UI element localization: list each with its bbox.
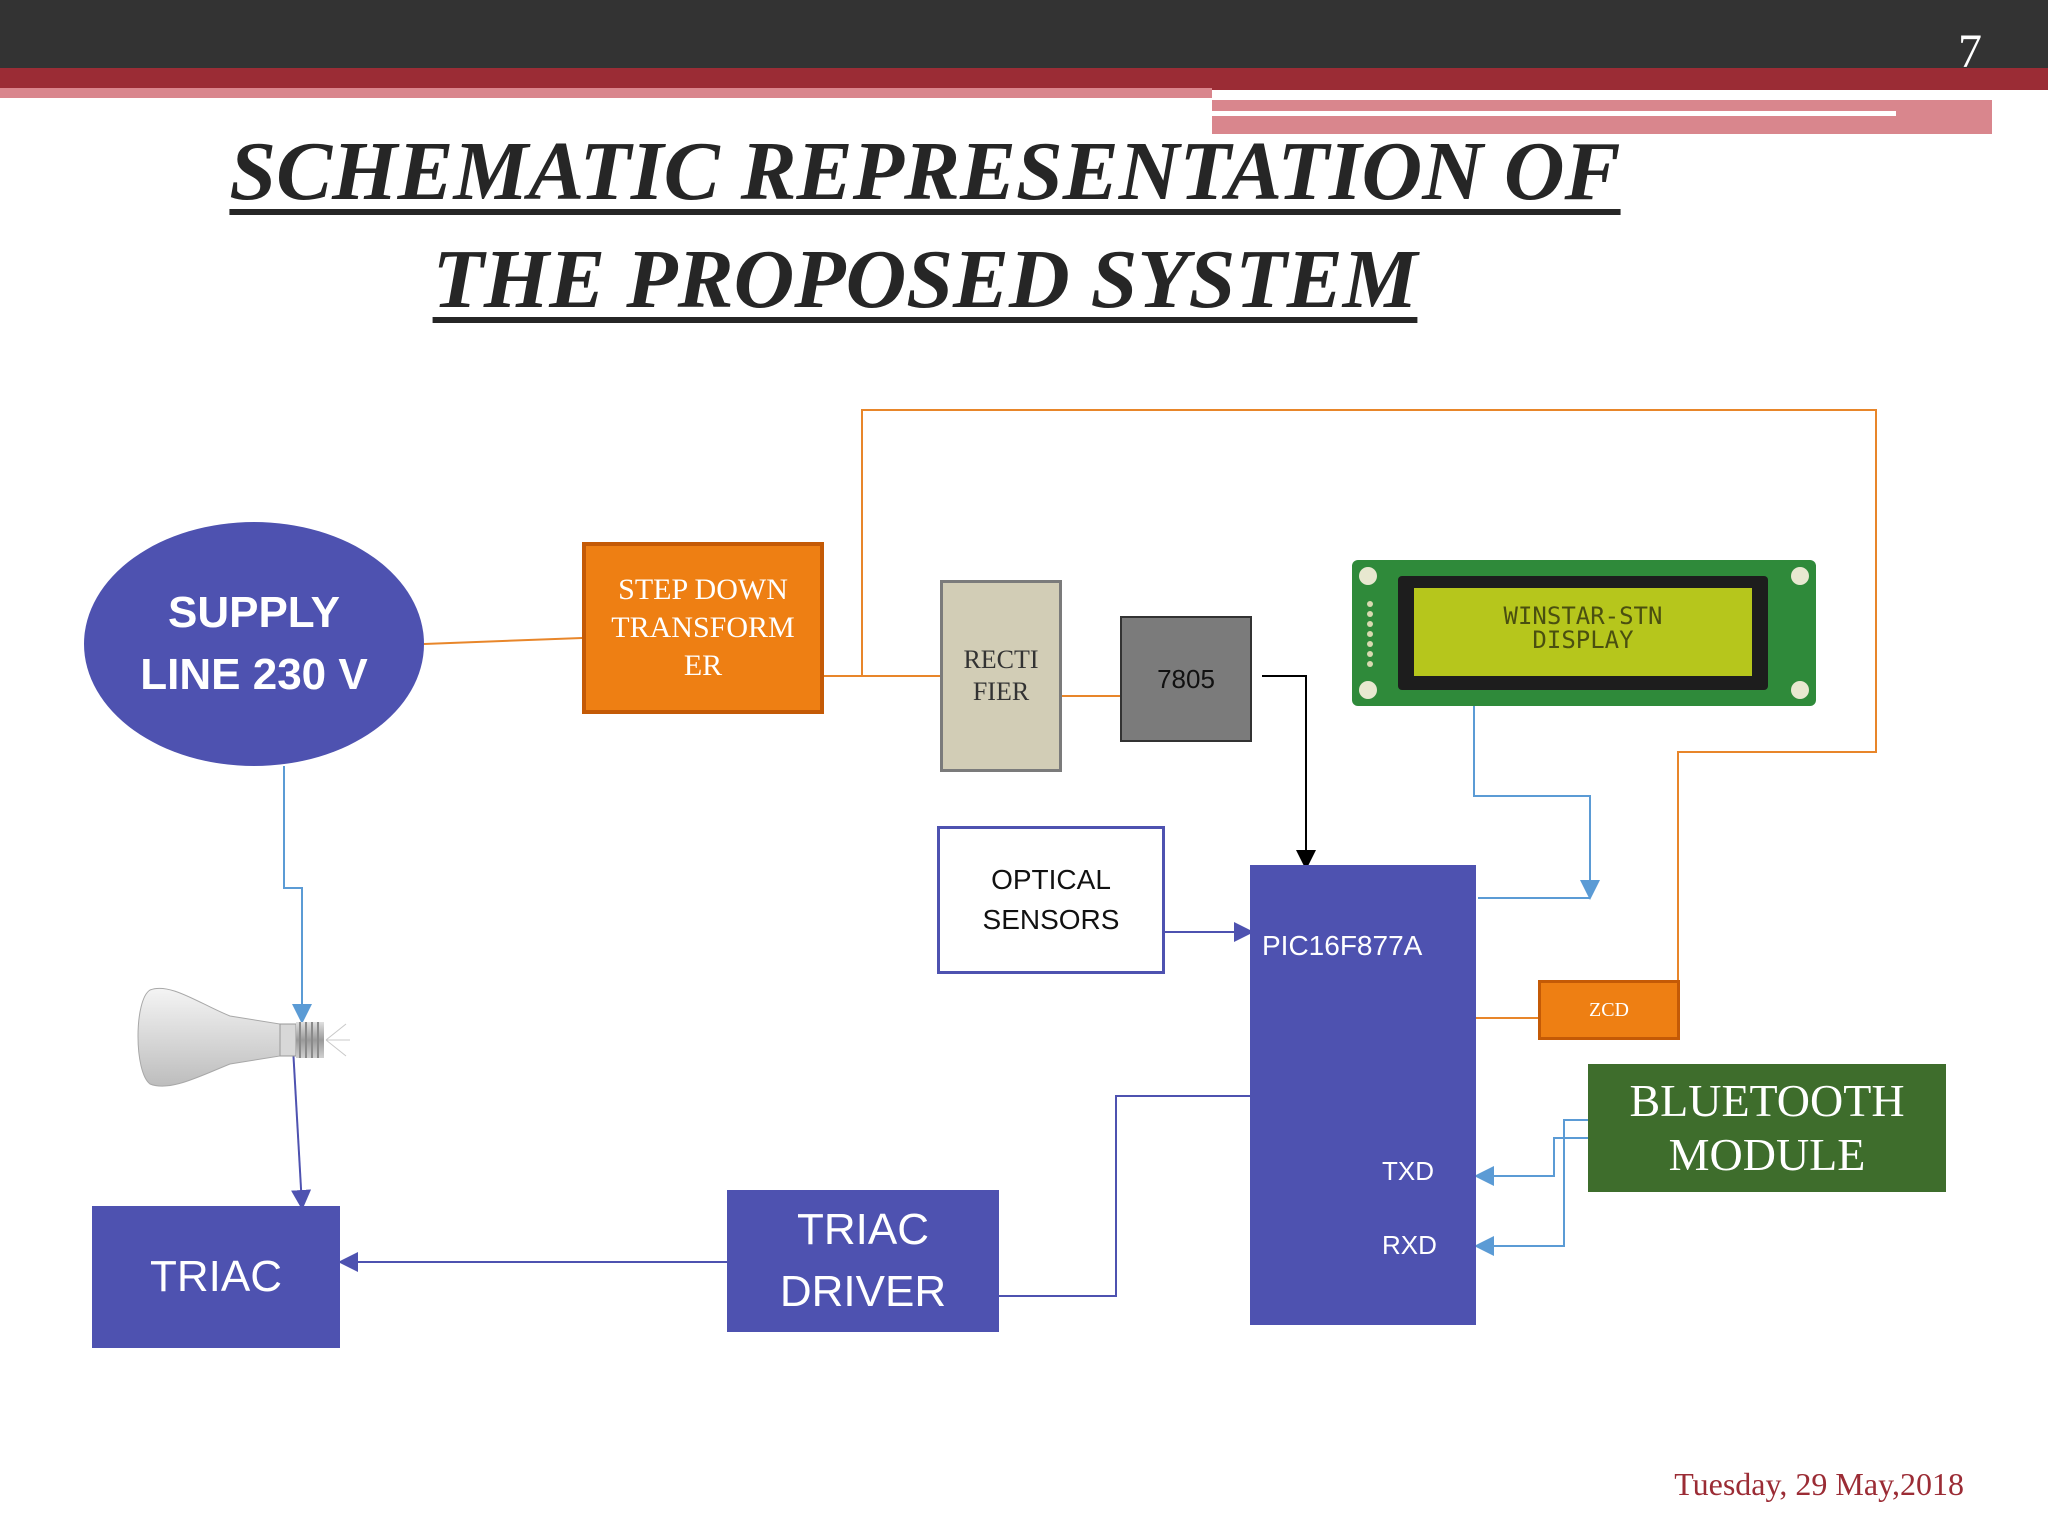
header-white-line xyxy=(1212,111,1896,116)
header-accent-stripe xyxy=(0,68,2048,90)
slide-title: SCHEMATIC REPRESENTATION OF THE PROPOSED… xyxy=(120,118,1730,334)
header-pink-block xyxy=(1212,100,1992,134)
rectifier-block: RECTI FIER xyxy=(940,580,1062,772)
slide-number: 7 xyxy=(1958,25,1982,78)
wire-bulb-to-triac xyxy=(291,1029,312,1210)
microcontroller-block xyxy=(1250,865,1476,1325)
wire-7805-to-mcu xyxy=(1262,675,1316,870)
supply-line-block: SUPPLY LINE 230 V xyxy=(84,522,424,766)
wire-mcu-to-triac-driver xyxy=(999,1095,1250,1297)
wire-supply-to-bulb xyxy=(283,766,312,1024)
triac-block: TRIAC xyxy=(92,1206,340,1348)
bluetooth-module-block: BLUETOOTH MODULE xyxy=(1588,1064,1946,1192)
light-bulb-icon xyxy=(137,987,350,1087)
wire-transformer-to-zcd xyxy=(861,409,1877,980)
lcd-display-image: WINSTAR-STN DISPLAY xyxy=(1352,560,1816,706)
regulator-7805-block: 7805 xyxy=(1120,616,1252,742)
wire-bluetooth-to-txd xyxy=(1474,1137,1588,1186)
wire-supply-to-transformer xyxy=(423,637,583,645)
rxd-pin-label: RXD xyxy=(1382,1230,1437,1260)
lcd-text-line-2: DISPLAY xyxy=(1532,626,1634,654)
optical-sensors-block: OPTICAL SENSORS xyxy=(937,826,1165,974)
title-line-2: THE PROPOSED SYSTEM xyxy=(432,233,1418,326)
step-down-transformer-block: STEP DOWN TRANSFORM ER xyxy=(582,542,824,714)
title-line-1: SCHEMATIC REPRESENTATION OF xyxy=(229,125,1621,218)
txd-pin-label: TXD xyxy=(1382,1156,1434,1186)
triac-driver-block: TRIAC DRIVER xyxy=(727,1190,999,1332)
wire-bluetooth-to-rxd xyxy=(1474,1119,1588,1256)
header-pink-stripe xyxy=(0,88,1212,98)
wire-lcd-to-mcu xyxy=(1473,696,1600,900)
lcd-text-line-1: WINSTAR-STN xyxy=(1504,602,1663,630)
footer-date: Tuesday, 29 May,2018 xyxy=(1674,1466,1964,1502)
header-bar xyxy=(0,0,2048,68)
zcd-block: ZCD xyxy=(1538,980,1680,1040)
microcontroller-label: PIC16F877A xyxy=(1262,930,1423,961)
